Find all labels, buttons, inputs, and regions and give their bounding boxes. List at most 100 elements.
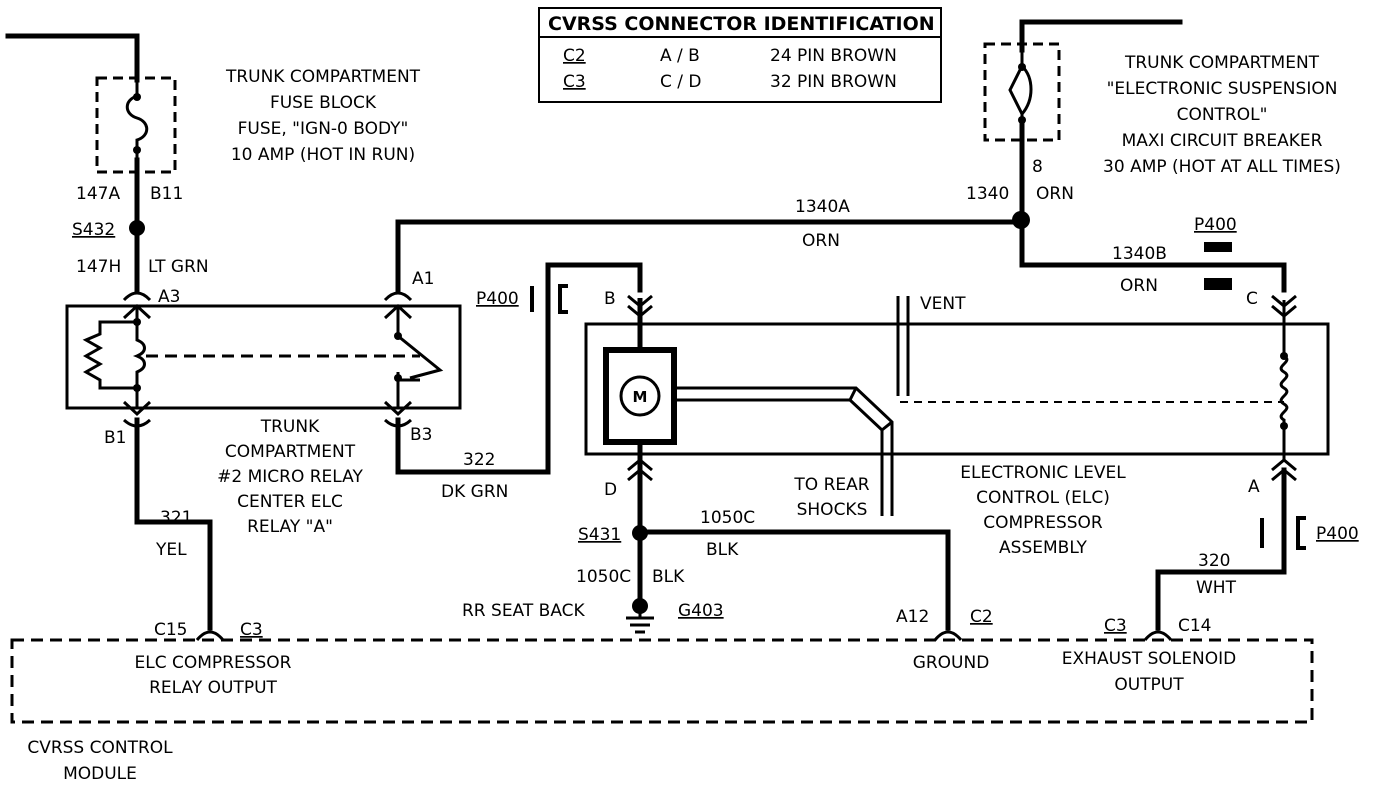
- wire-322-color: DK GRN: [441, 482, 508, 502]
- vent-label: VENT: [920, 294, 966, 314]
- module-conn-c3-right: C3: [1104, 616, 1127, 636]
- compressor-assembly-box: [584, 322, 1330, 456]
- wire-1050c-v-label: 1050C: [576, 567, 631, 587]
- module-name-line: CVRSS CONTROL: [27, 738, 173, 758]
- breaker-terminal-top: [1018, 63, 1026, 71]
- relay-pin-chevrons: [122, 291, 413, 428]
- fuse-label-line: 10 AMP (HOT IN RUN): [231, 145, 415, 165]
- table-conn-c2: C2: [563, 46, 586, 66]
- fuse-icon: [125, 80, 149, 160]
- wire-321-color: YEL: [155, 540, 187, 560]
- wire-320-color: WHT: [1196, 578, 1237, 598]
- module-label-line: EXHAUST SOLENOID: [1062, 649, 1236, 669]
- fuse-block-label: TRUNK COMPARTMENT FUSE BLOCK FUSE, "IGN-…: [225, 67, 421, 165]
- compressor-pin-a: A: [1248, 477, 1260, 497]
- circuit-breaker-box: [983, 42, 1061, 142]
- fuse-terminal-bottom: [133, 146, 141, 154]
- module-label-line: ELC COMPRESSOR: [135, 653, 292, 673]
- breaker-label-line: TRUNK COMPARTMENT: [1124, 53, 1320, 73]
- wire-1050c-v-color: BLK: [652, 567, 685, 587]
- connector-table: CVRSS CONNECTOR IDENTIFICATION C2 A / B …: [548, 13, 935, 92]
- module-label-line: OUTPUT: [1114, 675, 1184, 695]
- compressor-pin-c: C: [1246, 289, 1258, 309]
- table-pins-c3: C / D: [660, 72, 702, 92]
- splice-1340-dot: [1012, 211, 1030, 229]
- fuse-label-line: FUSE, "IGN-0 BODY": [238, 119, 409, 139]
- solenoid-coil-icon: [1279, 300, 1289, 462]
- compressor-label-line: CONTROL (ELC): [976, 488, 1110, 508]
- coil-node-top: [133, 318, 141, 326]
- breaker-label-line: 30 AMP (HOT AT ALL TIMES): [1103, 157, 1341, 177]
- ground-dot: [632, 598, 648, 614]
- solenoid-node-bottom: [1280, 422, 1288, 430]
- relay-label-line: CENTER ELC: [237, 492, 343, 512]
- wire-147h-label: 147H: [76, 257, 121, 277]
- p400-left-label: P400: [476, 289, 519, 309]
- relay-coil-icon: [82, 306, 146, 408]
- relay-box: [65, 304, 462, 410]
- rear-shocks-label: TO REAR SHOCKS: [793, 475, 869, 520]
- module-relay-output-label: ELC COMPRESSOR RELAY OUTPUT: [135, 653, 292, 698]
- relay-pin-b3: B3: [410, 425, 432, 445]
- ground-id: G403: [678, 601, 724, 621]
- p400-top-label: P400: [1194, 215, 1237, 235]
- fuse-label-line: FUSE BLOCK: [270, 93, 377, 113]
- module-label-line: RELAY OUTPUT: [149, 678, 277, 698]
- motor-icon: [619, 375, 661, 417]
- table-conn-c3: C3: [563, 72, 586, 92]
- switch-node-top: [394, 332, 402, 340]
- breaker-label: TRUNK COMPARTMENT "ELECTRONIC SUSPENSION…: [1103, 53, 1341, 177]
- splice-s432-dot: [129, 220, 145, 236]
- module-pin-c14: C14: [1178, 616, 1212, 636]
- breaker-label-line: MAXI CIRCUIT BREAKER: [1122, 131, 1323, 151]
- fuse-label-line: TRUNK COMPARTMENT: [225, 67, 421, 87]
- module-pin-arcs: [195, 630, 1173, 641]
- compressor-label-line: ELECTRONIC LEVEL: [960, 463, 1126, 483]
- wires: [5, 19, 1287, 631]
- solenoid-node-top: [1280, 352, 1288, 360]
- compressor-label-line: ASSEMBLY: [999, 538, 1087, 558]
- module-conn-c2: C2: [970, 607, 993, 627]
- wire-1050c-horizontal: [637, 529, 951, 631]
- fuse-terminal-top: [133, 93, 141, 101]
- breaker-label-line: CONTROL": [1177, 105, 1268, 125]
- fuse-feed-wire: [5, 33, 140, 83]
- relay-label-line: #2 MICRO RELAY: [217, 467, 363, 487]
- compressor-label-line: COMPRESSOR: [983, 513, 1103, 533]
- module-conn-c3-left: C3: [240, 620, 263, 640]
- table-desc-c2: 24 PIN BROWN: [770, 46, 897, 66]
- wire-1050c-h-color: BLK: [706, 540, 739, 560]
- wire-1340a-color: ORN: [802, 231, 840, 251]
- vent-tube: [896, 296, 910, 396]
- air-line: [674, 386, 894, 516]
- circuit-breaker-icon: [1008, 50, 1033, 122]
- module-pin-a12: A12: [896, 607, 929, 627]
- wire-1340b-label: 1340B: [1112, 244, 1167, 264]
- compressor-pin-b: B: [604, 289, 616, 309]
- connector-table-frame: [538, 7, 942, 103]
- wire-1340b-color: ORN: [1120, 276, 1158, 296]
- p400-right-label: P400: [1316, 524, 1359, 544]
- table-desc-c3: 32 PIN BROWN: [770, 72, 897, 92]
- wire-147a-label: 147A: [76, 184, 120, 204]
- relay-label-line: RELAY "A": [247, 517, 333, 537]
- relay-pin-a1: A1: [412, 269, 434, 289]
- relay-pin-b1: B1: [104, 428, 126, 448]
- coil-node-bottom: [133, 384, 141, 392]
- module-name-label: CVRSS CONTROL MODULE: [27, 738, 173, 784]
- module-name-line: MODULE: [63, 764, 137, 784]
- module-pin-c15: C15: [154, 620, 188, 640]
- compressor-assembly-label: ELECTRONIC LEVEL CONTROL (ELC) COMPRESSO…: [960, 463, 1126, 558]
- ground-location: RR SEAT BACK: [462, 601, 586, 621]
- wire-1340-color: ORN: [1036, 184, 1074, 204]
- motor-label: M: [633, 388, 648, 406]
- relay-label: TRUNK COMPARTMENT #2 MICRO RELAY CENTER …: [217, 417, 363, 537]
- splice-s431-label: S431: [578, 525, 621, 545]
- wire-147h-color: LT GRN: [148, 257, 209, 277]
- switch-node-bottom: [394, 374, 402, 382]
- breaker-terminal-bottom: [1018, 116, 1026, 124]
- splice-s431-dot: [632, 525, 648, 541]
- rear-shocks-line: SHOCKS: [797, 500, 868, 520]
- compressor-pin-chevrons: [627, 294, 1297, 482]
